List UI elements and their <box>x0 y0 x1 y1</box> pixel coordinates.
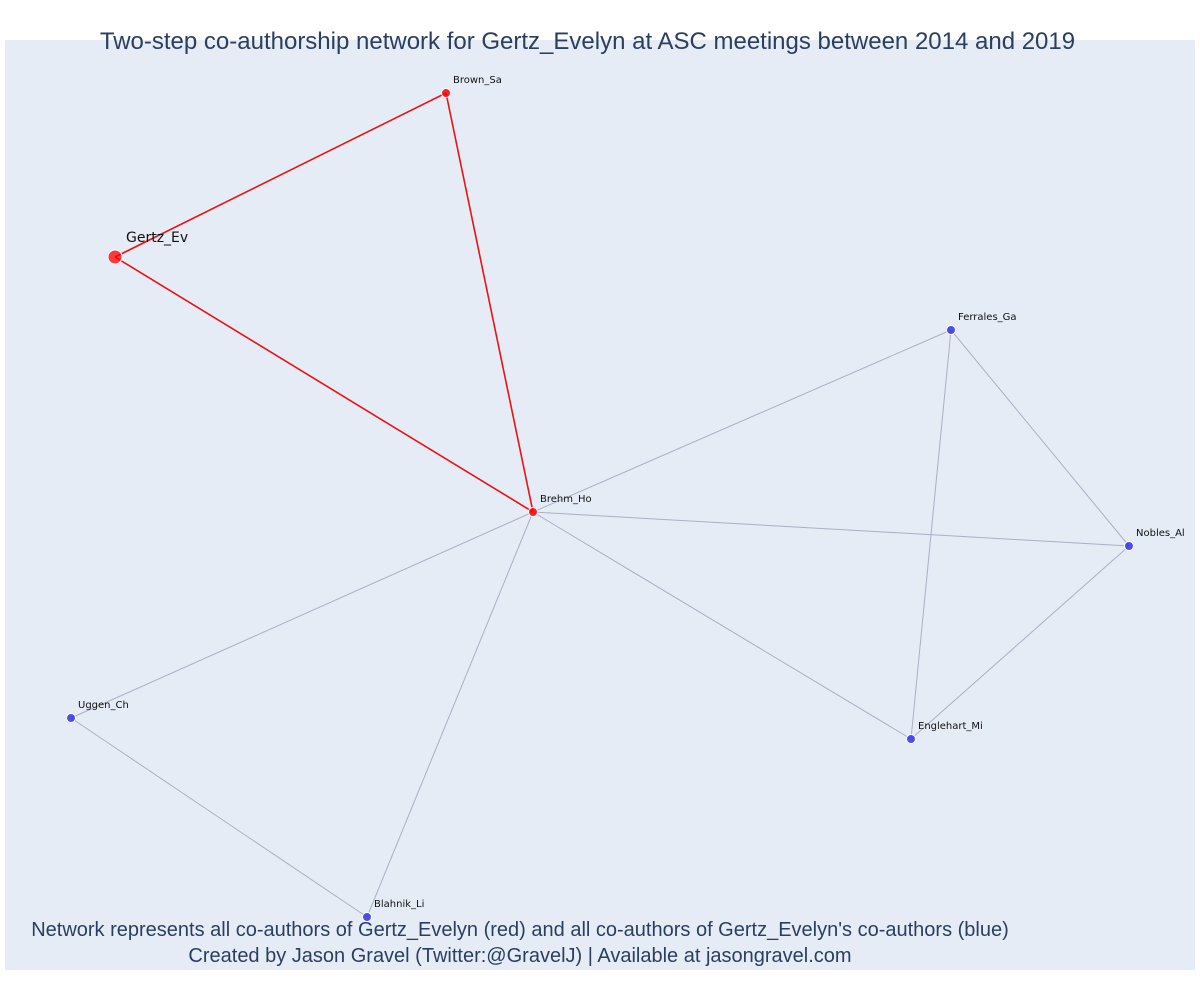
node-Englehart_Mi[interactable] <box>906 734 916 744</box>
edge-Brown_Sa-Brehm_Ho <box>445 92 534 513</box>
edge-Brehm_Ho-Blahnik_Li <box>366 511 534 918</box>
footer-line-2: Created by Jason Gravel (Twitter:@Gravel… <box>188 945 852 967</box>
edge-Uggen_Ch-Blahnik_Li <box>70 717 368 918</box>
edges-layer <box>70 92 1130 918</box>
node-Blahnik_Li[interactable] <box>362 912 372 922</box>
edge-Brehm_Ho-Ferrales_Ga <box>532 329 952 513</box>
node-label-Brown_Sa: Brown_Sa <box>453 75 502 86</box>
edge-Brehm_Ho-Englehart_Mi <box>532 511 912 740</box>
node-label-Gertz_Ev: Gertz_Ev <box>126 230 188 246</box>
node-label-Blahnik_Li: Blahnik_Li <box>374 899 424 910</box>
node-label-Uggen_Ch: Uggen_Ch <box>78 700 129 711</box>
node-label-Nobles_Al: Nobles_Al <box>1136 528 1185 539</box>
node-Brown_Sa[interactable] <box>441 88 451 98</box>
edge-Gertz_Ev-Brown_Sa <box>114 92 447 258</box>
chart-title: Two-step co-authorship network for Gertz… <box>99 28 1076 55</box>
node-Ferrales_Ga[interactable] <box>946 325 956 335</box>
footer-line-1: Network represents all co-authors of Ger… <box>31 919 1009 941</box>
edge-Ferrales_Ga-Englehart_Mi <box>910 329 952 740</box>
footer-caption: Network represents all co-authors of Ger… <box>0 917 1040 969</box>
edge-Brehm_Ho-Nobles_Al <box>532 511 1130 547</box>
edge-Nobles_Al-Englehart_Mi <box>910 545 1130 740</box>
node-label-Englehart_Mi: Englehart_Mi <box>918 721 983 732</box>
plot-area <box>5 40 1195 970</box>
edge-Brehm_Ho-Uggen_Ch <box>70 511 534 719</box>
edge-Gertz_Ev-Brehm_Ho <box>114 256 534 513</box>
node-label-Ferrales_Ga: Ferrales_Ga <box>958 312 1017 323</box>
edge-Ferrales_Ga-Nobles_Al <box>950 329 1130 547</box>
nodes-layer <box>66 88 1134 922</box>
node-Uggen_Ch[interactable] <box>66 713 76 723</box>
node-Gertz_Ev[interactable] <box>107 249 123 265</box>
node-Nobles_Al[interactable] <box>1124 541 1134 551</box>
node-label-Brehm_Ho: Brehm_Ho <box>540 494 592 505</box>
node-Brehm_Ho[interactable] <box>528 507 538 517</box>
